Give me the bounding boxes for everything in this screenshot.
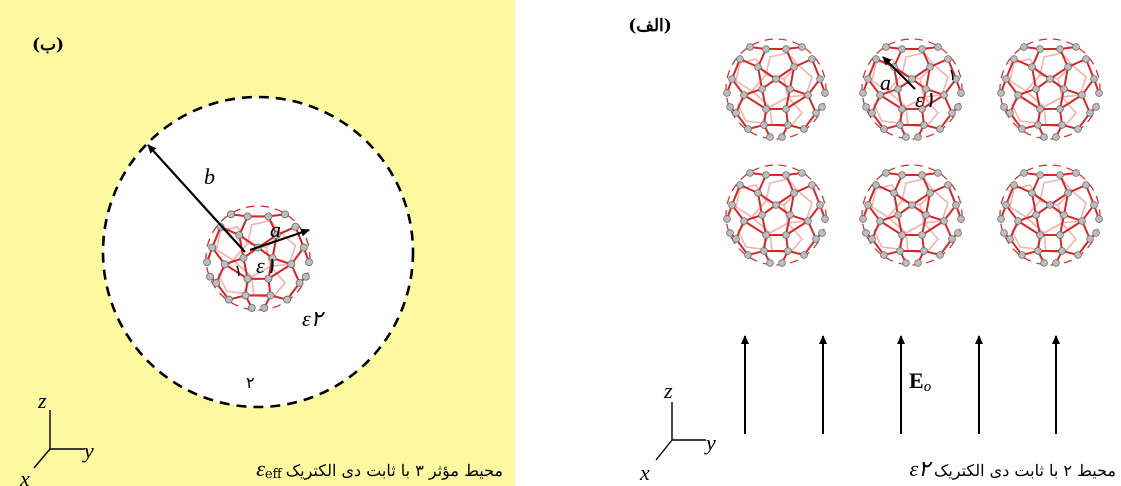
radius-a-arrow: [882, 56, 916, 90]
axis-x-label: x: [19, 466, 30, 486]
epsilon-1-label: ε۱: [915, 87, 936, 112]
fullerene-molecule-icon: [722, 38, 830, 142]
fullerene-molecule-icon: [858, 164, 966, 268]
axis-y-label: y: [82, 438, 94, 463]
panel-a-label: (الف): [628, 16, 672, 36]
epsilon-2-label: ε۲: [302, 306, 326, 331]
axis-y-label: y: [704, 430, 716, 455]
panel-b-label: (ب): [32, 35, 64, 55]
radius-b-label: b: [204, 164, 215, 189]
region-1-label: ۱: [948, 65, 957, 84]
axis-x-label: x: [639, 460, 650, 485]
coordinate-axes-icon: [655, 402, 706, 461]
radius-a-arrow: [249, 228, 310, 252]
axis-z-label: z: [663, 378, 673, 403]
radius-b-arrow: [147, 144, 246, 253]
epsilon-1-label: ε۱: [256, 253, 277, 278]
fullerene-molecule-icon: [858, 38, 966, 142]
radius-a-label: a: [270, 217, 281, 242]
coordinate-axes-icon: [33, 410, 85, 469]
axis-z-label: z: [37, 388, 47, 413]
field-label: Eo: [909, 368, 932, 395]
radius-a-label: a: [880, 70, 891, 95]
fullerene-molecule-icon: [996, 164, 1104, 268]
region-2-label: ۲: [246, 373, 255, 392]
fullerene-molecule-icon: [996, 38, 1104, 142]
region-1-label: ۱: [234, 261, 243, 280]
fullerene-molecule-icon: [722, 164, 830, 268]
